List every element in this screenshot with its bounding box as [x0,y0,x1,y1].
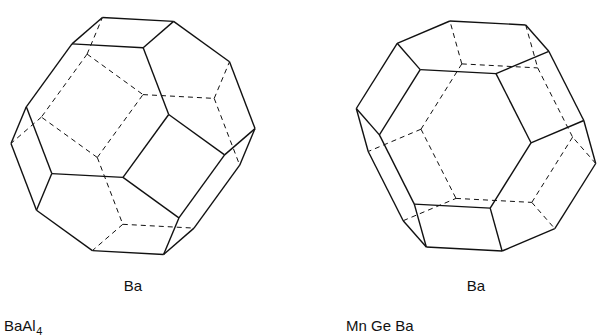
front-edge [240,129,255,166]
hidden-edge [526,25,538,68]
front-edge [143,21,173,47]
front-edge [420,70,496,74]
front-edge [143,48,169,115]
hidden-edge [421,129,456,198]
hidden-edge [97,95,143,158]
hidden-edge [143,95,214,99]
front-edge [11,107,26,144]
hidden-edge [573,137,596,163]
front-edge [194,165,240,228]
front-edge [92,251,163,255]
hidden-edge [97,158,123,225]
front-edge [356,109,379,135]
hidden-edge [214,62,229,99]
front-edge [52,174,123,178]
hidden-edge [368,129,421,151]
front-edge [225,129,255,155]
front-edge [37,174,52,211]
hidden-edge [11,117,41,143]
front-edge [531,121,584,143]
front-edge [102,18,173,22]
compound-label: BaAl [4,318,36,333]
front-edge [584,121,596,164]
coordination-polyhedron [11,18,255,255]
front-edge [496,51,549,73]
hidden-edge [41,54,87,117]
front-edge [169,115,225,155]
front-edge [379,135,414,204]
front-edge [164,218,179,255]
front-edge [26,107,52,174]
hidden-edge [403,198,456,220]
hidden-edge [87,54,143,95]
front-edge [397,21,450,43]
hidden-edge [92,224,122,250]
front-edge [414,204,490,208]
front-edge [123,177,179,218]
front-edge [490,143,531,208]
hidden-edge [456,198,532,202]
front-edge [549,51,584,120]
atom-label: Ba [467,278,485,293]
front-edge [26,44,72,107]
front-edge [397,43,420,69]
front-edge [368,152,403,221]
front-edge [179,155,225,218]
hidden-edge [214,98,240,165]
front-edge [37,210,93,250]
front-edge [490,208,502,251]
hidden-edge [462,64,538,68]
front-edge [356,43,397,108]
front-edge [123,115,169,178]
front-edge [11,143,37,210]
hidden-edge [538,68,573,137]
front-edge [414,204,426,247]
subscript: 4 [36,326,42,336]
hidden-edge [41,117,97,157]
hidden-edge [532,202,555,228]
front-edge [174,21,230,61]
hidden-edge [450,21,462,64]
front-edge [426,247,502,251]
compound-label: Mn Ge Ba [346,318,414,333]
front-edge [230,62,256,129]
front-edge [502,229,555,251]
front-edge [555,164,596,229]
front-edge [496,74,531,143]
front-edge [72,44,143,48]
front-edge [379,70,420,135]
hidden-edge [421,64,462,129]
hidden-edge [532,137,573,202]
hidden-edge [123,224,194,228]
front-edge [164,228,194,254]
front-edge [72,18,102,44]
coordination-polyhedron [356,21,595,251]
front-edge [450,21,526,25]
hidden-edge [87,18,102,55]
atom-label: Ba [124,278,142,293]
